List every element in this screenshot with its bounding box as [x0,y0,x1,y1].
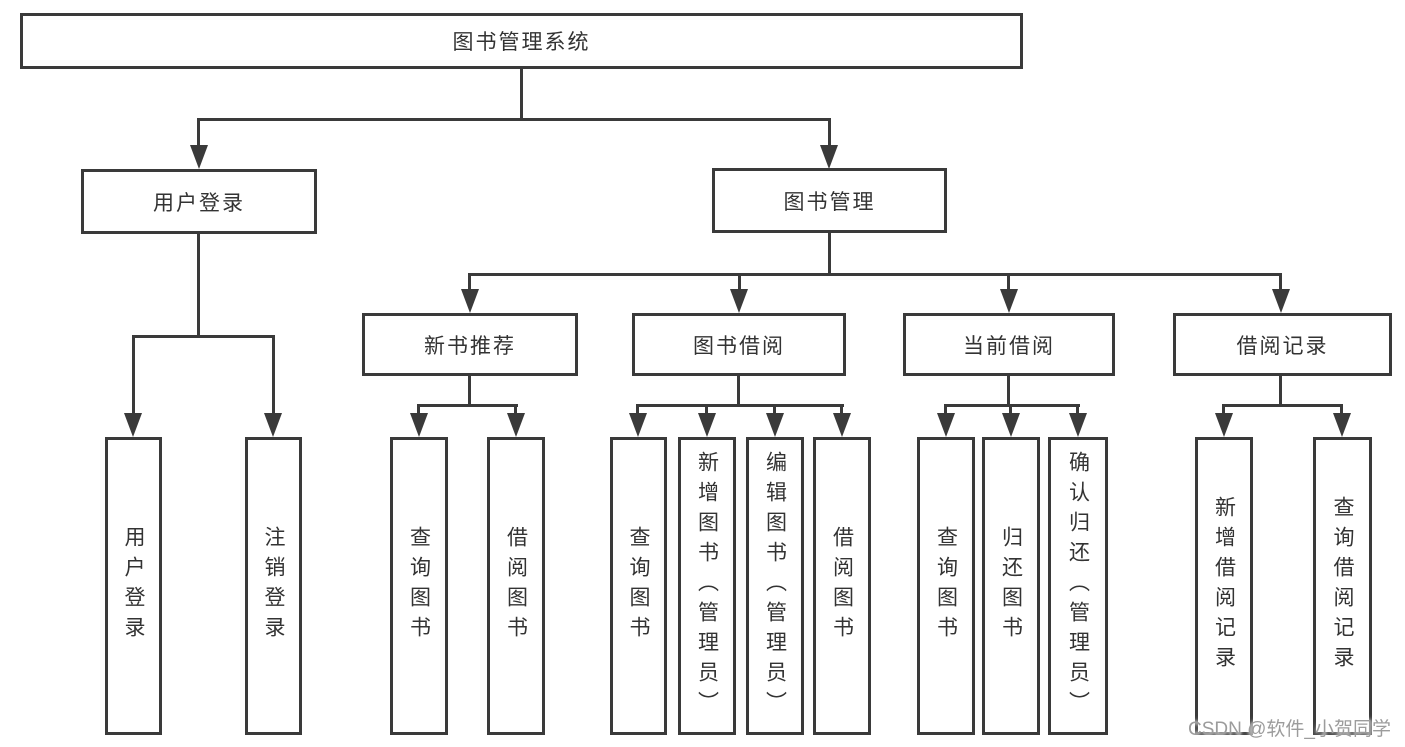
connector-root-vertical [520,69,523,118]
arrow-into-book-management [820,145,838,169]
leaf-user-login-label: 用户登录 [122,526,145,646]
connector-book-borrow-horizontal [636,404,844,407]
leaf-br-query-record: 查询借阅记录 [1313,437,1372,735]
connector-user-login-horizontal [132,335,275,338]
arrow-into-user-login [190,145,208,169]
connector-stub-cb-confirm [1076,404,1079,415]
node-new-book-recommend-label: 新书推荐 [424,334,516,358]
node-book-borrow: 图书借阅 [632,313,846,376]
leaf-br-query-record-label: 查询借阅记录 [1331,496,1354,676]
leaf-br-add-record-label: 新增借阅记录 [1212,496,1236,676]
connector-book-management-horizontal [468,273,1281,276]
connector-stub-nb-query [417,404,420,415]
connector-user-login-vertical [197,234,200,337]
arrow-into-br-query [1333,413,1351,437]
arrow-into-bb-edit [766,413,784,437]
connector-stub-book-borrow [738,273,741,291]
leaf-cb-query-books-label: 查询图书 [934,526,958,646]
leaf-cb-return-books-label: 归还图书 [999,526,1023,646]
leaf-bb-add-books-admin-label: 新增图书（管理员） [695,451,719,721]
arrow-into-cb-confirm [1069,413,1087,437]
leaf-cb-query-books: 查询图书 [917,437,975,735]
node-current-borrow-label: 当前借阅 [963,334,1055,358]
connector-book-management-vertical [828,233,831,276]
leaf-bb-add-books-admin: 新增图书（管理员） [678,437,736,735]
node-root: 图书管理系统 [20,13,1023,69]
connector-stub-book-management [828,118,831,146]
connector-book-borrow-vertical [737,376,740,407]
watermark: CSDN @软件_小贺同学 [1188,719,1391,740]
connector-stub-login-leaf [132,335,135,415]
connector-stub-current-borrow [1007,273,1010,291]
leaf-nb-borrow-books-label: 借阅图书 [504,526,528,646]
leaf-br-add-record: 新增借阅记录 [1195,437,1253,735]
connector-stub-br-query [1340,404,1343,415]
leaf-user-login: 用户登录 [105,437,162,735]
connector-stub-cb-return [1009,404,1012,415]
arrow-into-bb-query [629,413,647,437]
connector-root-horizontal [197,118,831,121]
node-book-management-label: 图书管理 [783,190,876,214]
connector-stub-user-login [197,118,200,146]
node-user-login-label: 用户登录 [153,191,245,215]
leaf-cb-confirm-return-admin-label: 确认归还（管理员） [1066,451,1090,721]
node-borrow-records: 借阅记录 [1173,313,1392,376]
connector-stub-cb-query [944,404,947,415]
connector-current-borrow-vertical [1007,376,1010,407]
leaf-bb-borrow-books-label: 借阅图书 [830,526,854,646]
node-new-book-recommend: 新书推荐 [362,313,578,376]
connector-stub-bb-edit [773,404,776,415]
node-current-borrow: 当前借阅 [903,313,1115,376]
connector-stub-bb-borrow [840,404,843,415]
connector-stub-bb-add [705,404,708,415]
arrow-into-nb-query [410,413,428,437]
connector-new-book-horizontal [417,404,518,407]
leaf-bb-edit-books-admin: 编辑图书（管理员） [746,437,804,735]
leaf-bb-borrow-books: 借阅图书 [813,437,871,735]
arrow-into-nb-borrow [507,413,525,437]
connector-stub-logout-leaf [272,335,275,415]
leaf-cb-return-books: 归还图书 [982,437,1040,735]
arrow-into-cb-query [937,413,955,437]
arrow-into-login-leaf [124,413,142,437]
connector-stub-nb-borrow [514,404,517,415]
node-borrow-records-label: 借阅记录 [1236,334,1329,358]
leaf-bb-query-books-label: 查询图书 [627,526,650,646]
connector-new-book-vertical [468,376,471,407]
leaf-bb-edit-books-admin-label: 编辑图书（管理员） [763,451,787,721]
node-book-borrow-label: 图书借阅 [693,334,785,358]
arrow-into-cb-return [1002,413,1020,437]
leaf-logout-label: 注销登录 [262,526,285,646]
connector-borrow-records-horizontal [1222,404,1343,407]
arrow-into-new-book [461,289,479,313]
node-book-management: 图书管理 [712,168,947,233]
arrow-into-borrow-records [1272,289,1290,313]
leaf-nb-borrow-books: 借阅图书 [487,437,545,735]
leaf-nb-query-books: 查询图书 [390,437,448,735]
arrow-into-bb-add [698,413,716,437]
arrow-into-br-add [1215,413,1233,437]
leaf-cb-confirm-return-admin: 确认归还（管理员） [1048,437,1108,735]
leaf-bb-query-books: 查询图书 [610,437,667,735]
connector-stub-borrow-records [1279,273,1282,291]
node-root-label: 图书管理系统 [452,31,591,54]
connector-stub-bb-query [636,404,639,415]
connector-current-borrow-horizontal [944,404,1080,407]
arrow-into-logout-leaf [264,413,282,437]
connector-borrow-records-vertical [1279,376,1282,407]
leaf-logout: 注销登录 [245,437,302,735]
connector-stub-new-book [468,273,471,291]
arrow-into-current-borrow [1000,289,1018,313]
arrow-into-bb-borrow [833,413,851,437]
arrow-into-book-borrow [730,289,748,313]
leaf-nb-query-books-label: 查询图书 [407,526,431,646]
node-user-login: 用户登录 [81,169,317,234]
connector-stub-br-add [1222,404,1225,415]
